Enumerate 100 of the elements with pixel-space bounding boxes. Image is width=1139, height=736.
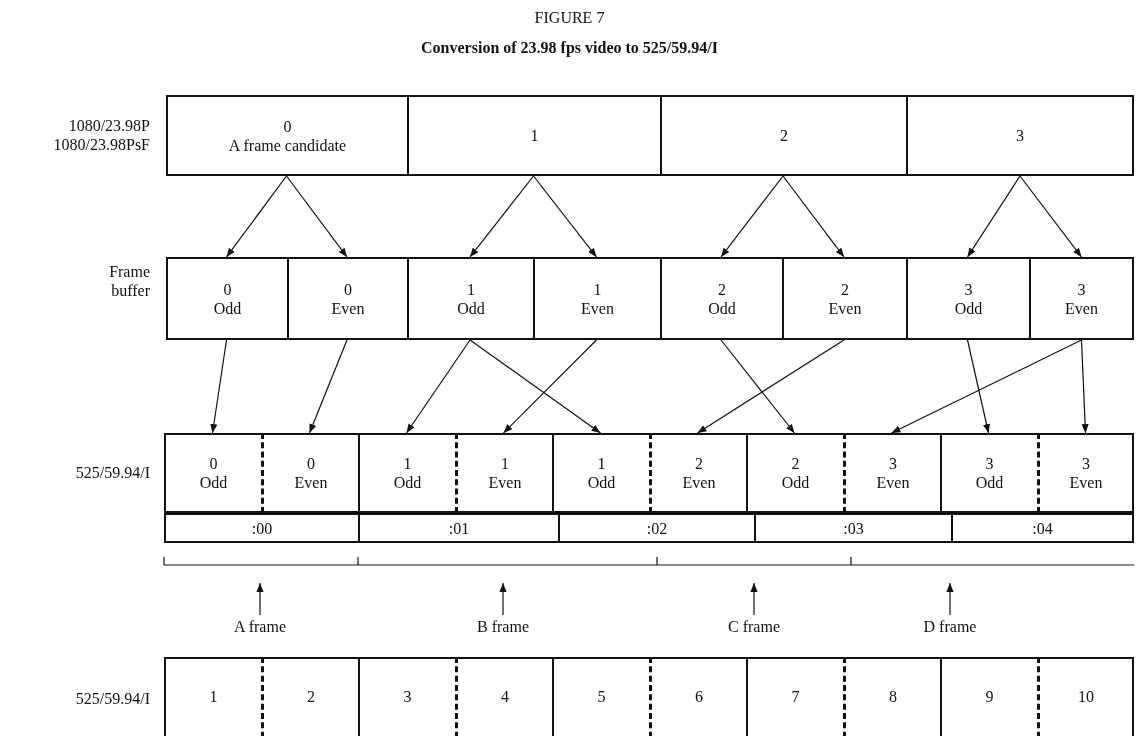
arrow <box>782 175 845 258</box>
field-text: 1 <box>593 279 602 299</box>
buffer-cell <box>1029 257 1134 340</box>
arrow <box>720 339 796 434</box>
field-text: Odd <box>708 298 736 318</box>
field-cell <box>164 433 261 513</box>
field-cell <box>649 657 746 736</box>
time-cell <box>951 513 1134 543</box>
timecode-text: :01 <box>448 518 470 538</box>
row-label: 1080/23.98P <box>67 116 150 135</box>
field-text: 7 <box>791 687 800 706</box>
buffer-cell <box>407 257 533 340</box>
field-text: Even <box>581 298 614 318</box>
arrow <box>966 175 1021 258</box>
timecode-text: :04 <box>1032 518 1053 538</box>
field-text: Even <box>828 298 862 318</box>
field-text: 3 <box>403 687 412 706</box>
field-text: 3 <box>964 279 973 299</box>
arrow <box>405 339 471 434</box>
field-cell <box>843 433 940 513</box>
frame-number: 2 <box>780 126 788 145</box>
field-cell <box>1037 657 1134 736</box>
field-cell <box>358 657 455 736</box>
timecode-text: :02 <box>646 518 668 538</box>
field-text: Odd <box>954 298 983 318</box>
buffer-cell <box>782 257 906 340</box>
frame-number: 1 <box>530 126 539 145</box>
frame-box <box>407 95 660 176</box>
field-cell <box>552 657 649 736</box>
figure-title: Conversion of 23.98 fps video to 525/59.94/I <box>420 38 719 57</box>
row-label: 525/59.94/I <box>74 463 150 482</box>
arrow <box>1019 175 1083 258</box>
buffer-cell <box>166 257 287 340</box>
arrow <box>1080 339 1089 434</box>
frame-label-text: B frame <box>477 616 529 636</box>
figure-number: FIGURE 7 <box>533 8 606 27</box>
field-cell <box>843 657 940 736</box>
field-text: 1 <box>403 454 412 473</box>
field-cell <box>552 433 649 513</box>
field-cell <box>940 433 1037 513</box>
field-text: Odd <box>213 298 242 318</box>
field-text: 2 <box>791 454 800 473</box>
field-cell <box>746 657 843 736</box>
field-text: Even <box>331 298 365 318</box>
field-cell <box>1037 433 1134 513</box>
field-text: 0 <box>344 279 352 299</box>
row-label: 1080/23.98PsF <box>52 135 150 154</box>
arrow <box>469 175 535 258</box>
time-cell <box>358 513 558 543</box>
time-cell <box>558 513 754 543</box>
frame-label-text: A frame <box>234 616 286 636</box>
field-text: 9 <box>985 687 994 706</box>
arrow <box>502 339 598 434</box>
field-cell <box>649 433 746 513</box>
arrow <box>256 582 264 616</box>
field-text: Even <box>876 473 910 492</box>
field-text: 3 <box>1082 454 1090 473</box>
buffer-cell <box>533 257 660 340</box>
field-cell <box>261 433 358 513</box>
field-text: Odd <box>587 473 616 492</box>
arrow <box>308 339 348 434</box>
field-cell <box>455 657 552 736</box>
field-text: Even <box>294 473 328 492</box>
arrow <box>696 339 845 434</box>
field-text: 4 <box>501 687 509 706</box>
field-text: 0 <box>209 454 218 473</box>
arrow <box>966 339 991 434</box>
field-text: 8 <box>889 687 897 706</box>
frame-box <box>166 95 407 176</box>
field-text: Odd <box>393 473 422 492</box>
field-cell <box>164 657 261 736</box>
field-text: 1 <box>597 454 606 473</box>
field-text: 1 <box>467 279 475 299</box>
frame-label-text: D frame <box>923 616 977 636</box>
buffer-cell <box>660 257 782 340</box>
field-cell <box>261 657 358 736</box>
field-cell <box>358 433 455 513</box>
field-text: 0 <box>307 454 315 473</box>
buffer-cell <box>906 257 1029 340</box>
arrow <box>210 339 228 434</box>
frame-label-text: C frame <box>728 616 780 636</box>
frame-number: A frame candidate <box>228 135 347 155</box>
arrow <box>499 582 507 616</box>
field-text: 6 <box>695 687 703 706</box>
field-text: 10 <box>1078 687 1094 706</box>
arrow <box>890 339 1083 434</box>
frame-number: 3 <box>1016 126 1024 145</box>
field-cell <box>746 433 843 513</box>
field-text: Even <box>488 473 522 492</box>
row-label: Frame buffer <box>108 262 150 300</box>
field-text: 3 <box>985 454 994 473</box>
field-text: 0 <box>223 279 232 299</box>
arrow <box>750 582 758 616</box>
arrow <box>532 175 598 258</box>
field-text: 5 <box>597 687 606 706</box>
time-cell <box>754 513 951 543</box>
field-text: Even <box>1065 298 1098 318</box>
arrow <box>946 582 954 616</box>
time-cell <box>164 513 358 543</box>
field-text: Odd <box>975 473 1004 492</box>
